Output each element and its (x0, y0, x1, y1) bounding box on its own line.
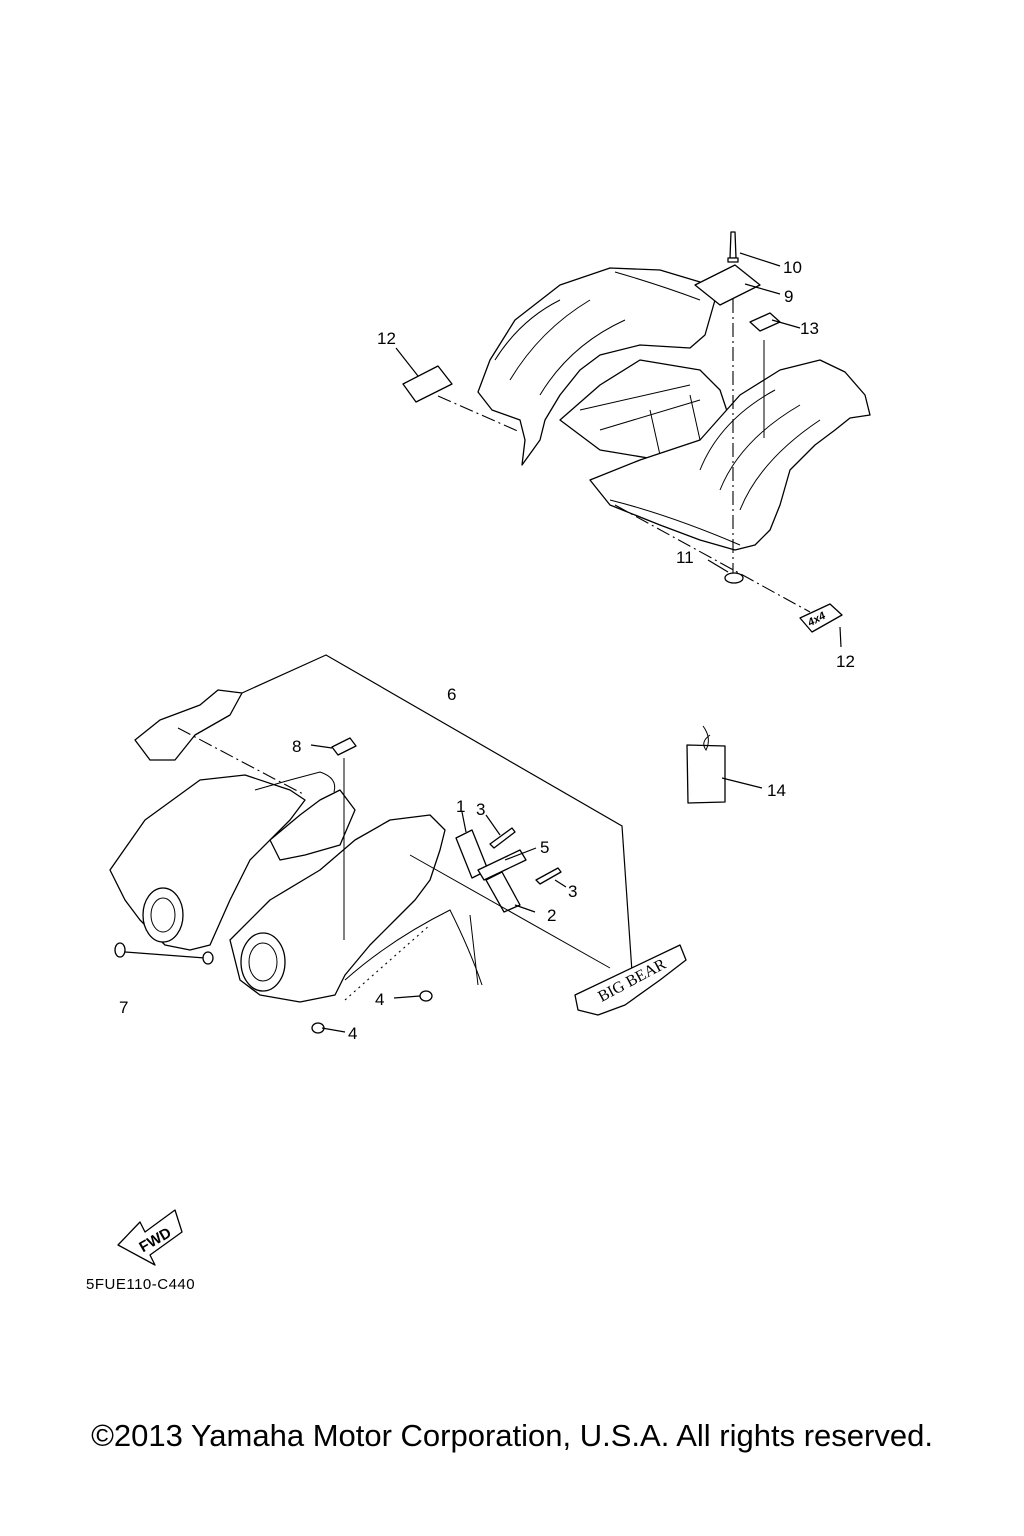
callout-4-left: 4 (348, 1024, 357, 1043)
fender-leader (409, 854, 611, 969)
callout-7: 7 (119, 998, 128, 1017)
callout-13: 13 (800, 319, 819, 338)
callout-2: 2 (547, 906, 556, 925)
rear-fender (437, 267, 871, 613)
part-2-plate (485, 871, 536, 913)
part-4-grommet-right (393, 990, 433, 1002)
part-8-label (310, 737, 357, 940)
callout-9: 9 (784, 287, 793, 306)
part-3-bolt-upper (485, 814, 516, 849)
part-6-leader (241, 654, 633, 973)
diagram-code: 5FUE110-C440 (86, 1276, 196, 1293)
part-9-plate (694, 264, 781, 306)
callout-12-bottom: 12 (836, 652, 855, 671)
callout-3-upper: 3 (476, 800, 485, 819)
callout-5: 5 (540, 838, 549, 857)
part-7-cap (114, 942, 214, 965)
part-4-grommet-left (311, 1022, 346, 1034)
callout-12-top: 12 (377, 329, 396, 348)
fwd-arrow-icon: FWD (117, 1209, 183, 1266)
callout-14: 14 (767, 781, 786, 800)
part-10-bolt (727, 231, 781, 267)
callout-10: 10 (783, 258, 802, 277)
callout-3-lower: 3 (568, 882, 577, 901)
callout-8: 8 (292, 737, 301, 756)
part-12-4x4-decal: 4x4 (799, 603, 843, 648)
part-11-grommet (707, 559, 744, 584)
part-13-label (749, 312, 801, 332)
part-5-plate (477, 847, 537, 881)
callout-4-right: 4 (375, 990, 384, 1009)
callout-11: 11 (676, 548, 694, 567)
callout-6: 6 (447, 685, 456, 704)
copyright-notice: ©2013 Yamaha Motor Corporation, U.S.A. A… (91, 1418, 933, 1453)
callout-1: 1 (456, 797, 465, 816)
front-fender (109, 689, 483, 1003)
part-14-tag (686, 725, 763, 804)
part-12-label-left (395, 347, 453, 403)
part-3-bolt-lower (535, 867, 567, 888)
